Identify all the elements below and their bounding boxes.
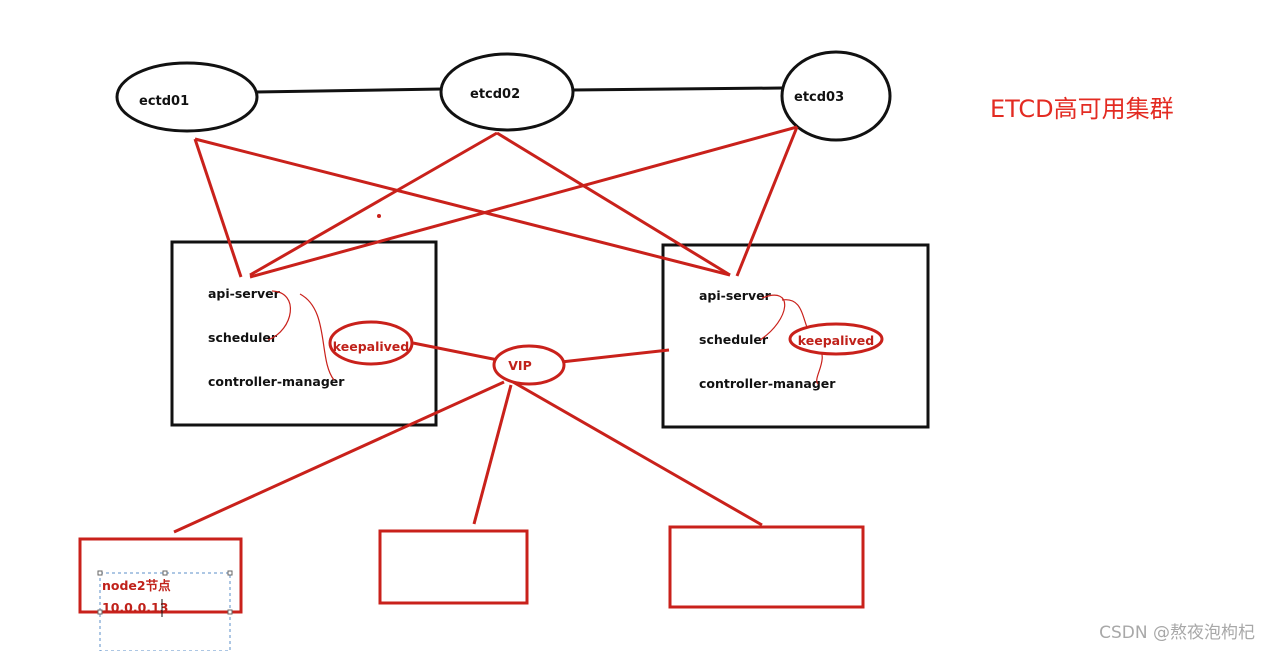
etcd-node-2-label: etcd02 (470, 87, 520, 102)
watermark: CSDN @熬夜泡枸杞 (1099, 622, 1255, 643)
master-1-scheduler-label: scheduler (208, 330, 278, 345)
etcd-node-3-label: etcd03 (794, 90, 844, 105)
worker-node-1-ip[interactable]: 10.0.0.13 (102, 600, 168, 615)
text-selection-frame[interactable] (97, 570, 233, 651)
master-1-brace-curve (267, 290, 335, 381)
vip-label: VIP (508, 358, 532, 373)
master-2-controller-manager-label: controller-manager (699, 376, 836, 391)
master-node-1-box (170, 240, 438, 427)
keepalived-1-label: keepalived (333, 339, 409, 354)
etcd-node-3: etcd03 (780, 50, 892, 142)
keepalived-2-label: keepalived (798, 333, 874, 348)
keepalived-vip-links (412, 341, 670, 364)
etcd-apiserver-links (193, 125, 799, 279)
worker-node-1-box (78, 537, 243, 614)
etcd02-etcd03-link (571, 86, 783, 92)
master-node-2-box (661, 243, 930, 429)
worker-node-1-name[interactable]: node2节点 (102, 578, 171, 593)
stray-dot (377, 214, 381, 218)
master-2-scheduler-label: scheduler (699, 332, 769, 347)
etcd01-etcd02-link (255, 87, 443, 94)
etcd-node-2: etcd02 (439, 52, 575, 132)
etcd-node-1-label: ectd01 (139, 94, 189, 109)
master-2-api-server-label: api-server (699, 288, 772, 303)
worker-node-3-box (668, 525, 865, 609)
worker-node-2-box (378, 529, 529, 605)
keepalived-1: keepalived (328, 320, 414, 366)
master-1-controller-manager-label: controller-manager (208, 374, 345, 389)
vip-node: VIP (492, 344, 566, 386)
diagram-title: ETCD高可用集群 (990, 95, 1174, 123)
etcd-node-1: ectd01 (115, 61, 259, 133)
vip-worker-links (173, 380, 763, 534)
keepalived-2: keepalived (788, 322, 884, 356)
master-1-api-server-label: api-server (208, 286, 281, 301)
